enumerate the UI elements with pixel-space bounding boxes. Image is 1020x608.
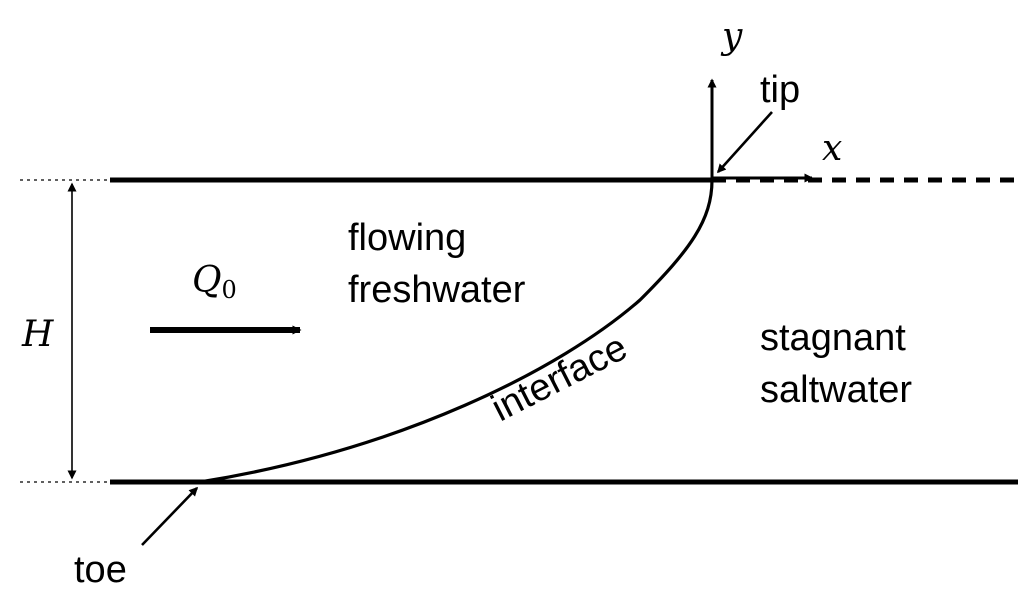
flow-rate-symbol: Q <box>192 260 222 301</box>
toe-pointer-arrow <box>141 486 199 546</box>
interface-label: interface <box>485 326 634 430</box>
stagnant-saltwater-line1: stagnant <box>760 317 906 359</box>
toe-label: toe <box>74 549 127 591</box>
height-label: H <box>21 314 54 355</box>
x-axis-label: x <box>822 128 842 169</box>
flowing-freshwater-line2: freshwater <box>348 269 526 311</box>
tip-label: tip <box>760 69 800 111</box>
flowing-freshwater-line1: flowing <box>348 217 466 259</box>
flow-rate-label: Q0 <box>192 260 237 304</box>
interface-curve <box>199 179 714 484</box>
tip-pointer-arrow <box>716 111 773 174</box>
stagnant-saltwater-line2: saltwater <box>760 369 912 411</box>
flow-rate-subscript: 0 <box>222 276 237 304</box>
y-axis-label: y <box>720 16 743 57</box>
